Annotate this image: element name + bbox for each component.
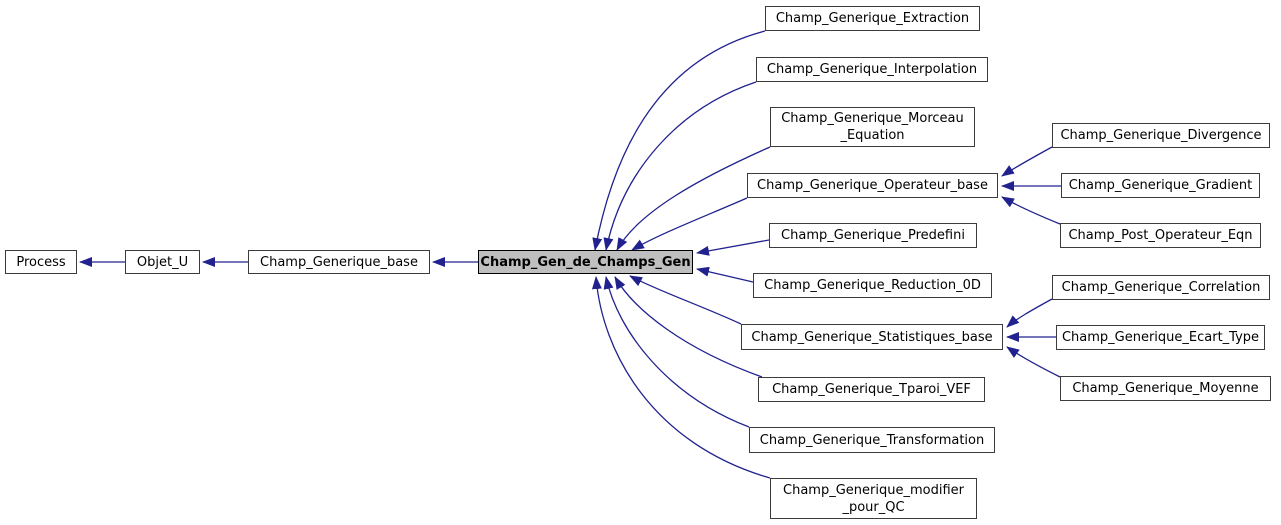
node-process[interactable]: Process: [5, 250, 77, 274]
edge-divergence-to-operateur-base: [1001, 146, 1053, 177]
edge-operateur-base-to-central: [631, 197, 748, 251]
node-champ-gen-de-champs-gen: Champ_Gen_de_Champs_Gen: [478, 250, 693, 274]
node-champ-generique-base[interactable]: Champ_Generique_base: [248, 250, 430, 274]
node-champ-generique-reduction-0d[interactable]: Champ_Generique_Reduction_0D: [753, 273, 992, 298]
edge-tparoi-vef-to-central: [614, 276, 763, 378]
node-objet-u[interactable]: Objet_U: [125, 250, 200, 274]
edge-interpolation-to-central: [603, 81, 757, 251]
node-champ-generique-morceau-equation[interactable]: Champ_Generique_Morceau _Equation: [770, 107, 975, 147]
edge-extraction-to-central: [592, 30, 766, 251]
node-champ-generique-ecart-type[interactable]: Champ_Generique_Ecart_Type: [1056, 325, 1265, 350]
node-champ-generique-correlation[interactable]: Champ_Generique_Correlation: [1052, 275, 1270, 300]
node-champ-generique-interpolation[interactable]: Champ_Generique_Interpolation: [756, 57, 988, 82]
edge-moyenne-to-statistiques-base: [1006, 346, 1061, 378]
node-champ-generique-statistiques-base[interactable]: Champ_Generique_Statistiques_base: [741, 324, 1003, 350]
node-champ-generique-extraction[interactable]: Champ_Generique_Extraction: [765, 6, 980, 31]
node-champ-generique-predefini[interactable]: Champ_Generique_Predefini: [769, 223, 977, 248]
edge-morceau-equation-to-central: [616, 146, 771, 251]
node-champ-generique-moyenne[interactable]: Champ_Generique_Moyenne: [1060, 376, 1271, 401]
edge-predefini-to-central: [696, 239, 770, 256]
node-champ-generique-divergence[interactable]: Champ_Generique_Divergence: [1052, 123, 1270, 148]
edge-modifier-pour-qc-to-central: [591, 276, 771, 479]
edge-reduction-0d-to-central: [696, 266, 754, 283]
edge-post-operateur-eqn-to-operateur-base: [1001, 196, 1061, 225]
node-champ-generique-tparoi-vef[interactable]: Champ_Generique_Tparoi_VEF: [758, 377, 985, 402]
edge-transformation-to-central: [603, 276, 750, 428]
edge-correlation-to-statistiques-base: [1006, 298, 1053, 328]
node-champ-generique-modifier-pour-qc[interactable]: Champ_Generique_modifier _pour_QC: [770, 478, 977, 519]
node-champ-post-operateur-eqn[interactable]: Champ_Post_Operateur_Eqn: [1060, 223, 1261, 248]
node-champ-generique-operateur-base[interactable]: Champ_Generique_Operateur_base: [747, 173, 998, 198]
node-champ-generique-transformation[interactable]: Champ_Generique_Transformation: [749, 427, 995, 453]
edge-statistiques-base-to-central: [629, 275, 742, 325]
node-champ-generique-gradient[interactable]: Champ_Generique_Gradient: [1061, 173, 1260, 198]
